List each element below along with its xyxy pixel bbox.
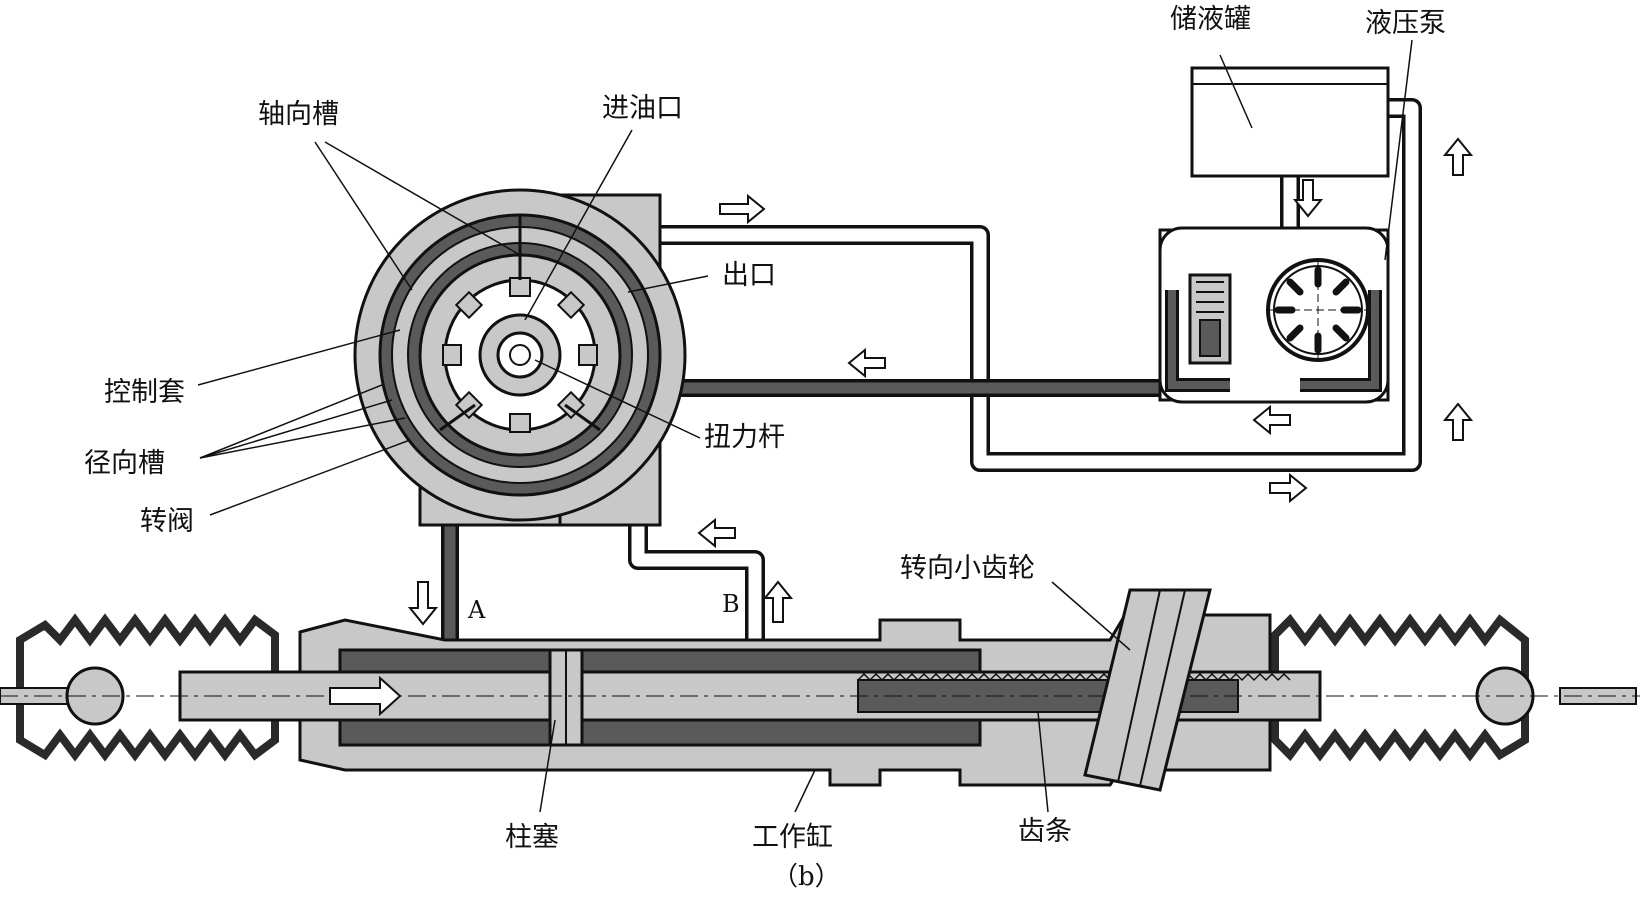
steering-pinion-label: 转向小齿轮 bbox=[900, 553, 1035, 584]
pump-assembly bbox=[1158, 66, 1390, 404]
working-cylinder-label: 工作缸 bbox=[752, 822, 833, 853]
steering-gear-assembly bbox=[0, 588, 1640, 792]
axial-groove-label: 轴向槽 bbox=[258, 99, 339, 130]
steering-pinion bbox=[1083, 588, 1212, 792]
radial-groove-label: 径向槽 bbox=[84, 448, 165, 479]
plunger-label: 柱塞 bbox=[505, 822, 559, 853]
torsion-bar-label: 扭力杆 bbox=[704, 422, 785, 453]
leader-lines bbox=[197, 39, 1413, 813]
rack-label: 齿条 bbox=[1018, 816, 1072, 847]
outlet-label: 出口 bbox=[722, 260, 776, 291]
right-boot bbox=[1271, 613, 1529, 762]
flow-arrows bbox=[407, 137, 1474, 626]
control-sleeve-label: 控制套 bbox=[104, 377, 185, 408]
port-a-label: A bbox=[468, 596, 486, 624]
reservoir-label: 储液罐 bbox=[1170, 4, 1251, 35]
rotary-valve-assembly bbox=[353, 188, 687, 527]
reservoir bbox=[1190, 66, 1390, 178]
port-b-label: B bbox=[722, 590, 740, 618]
figure-caption: （b） bbox=[772, 862, 841, 892]
rotary-valve-label: 转阀 bbox=[140, 506, 194, 537]
inlet-label: 进油口 bbox=[602, 93, 683, 124]
pump-label: 液压泵 bbox=[1365, 8, 1446, 39]
